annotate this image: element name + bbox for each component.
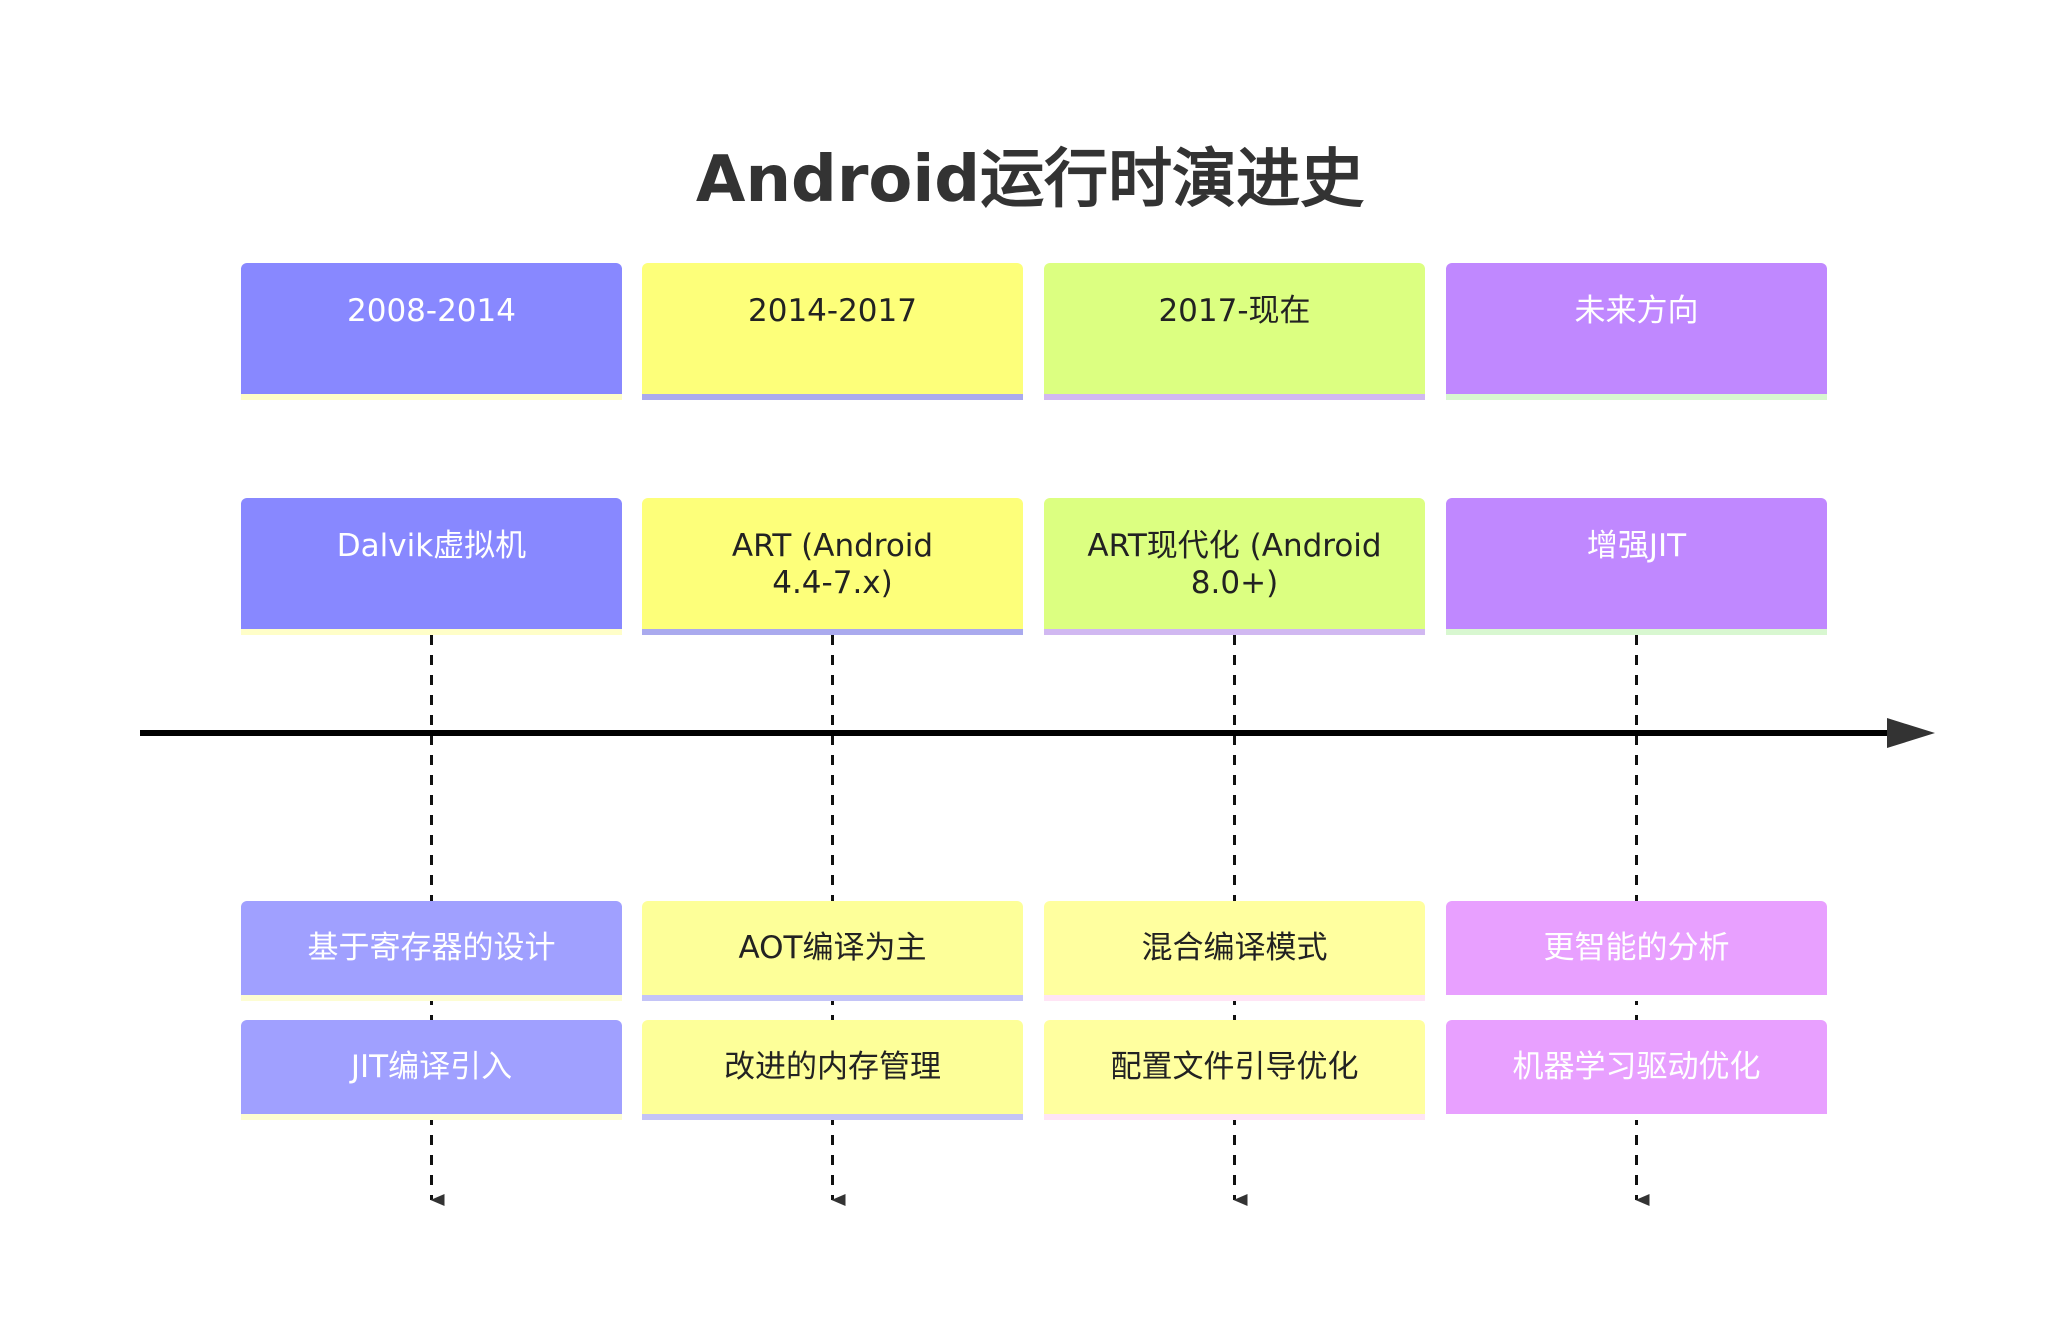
detail-box-label: 更智能的分析: [1543, 929, 1730, 966]
period-box-label: 2014-2017: [748, 293, 917, 329]
detail-box-label: 机器学习驱动优化: [1512, 1048, 1761, 1085]
diagram-title: Android运行时演进史: [695, 143, 1365, 217]
event-box-label: ART现代化 (Android 8.0+): [1087, 528, 1382, 601]
event-box-1: Dalvik虚拟机: [241, 498, 622, 635]
period-box-4: 未来方向: [1446, 263, 1827, 400]
period-box-label: 2017-现在: [1158, 293, 1311, 329]
detail-box-label: 基于寄存器的设计: [307, 929, 556, 966]
event-box-label: Dalvik虚拟机: [336, 528, 527, 564]
timeline-arrow-head: [1887, 718, 1935, 748]
detail-box-label: AOT编译为主: [738, 929, 927, 966]
detail-box-label: 配置文件引导优化: [1110, 1048, 1359, 1085]
detail-box-2-2: 改进的内存管理: [642, 1020, 1023, 1120]
detail-box-3-1: 混合编译模式: [1044, 901, 1425, 1001]
detail-box-3-2: 配置文件引导优化: [1044, 1020, 1425, 1120]
detail-box-1-1: 基于寄存器的设计: [241, 901, 622, 1001]
period-box-label: 2008-2014: [347, 293, 516, 329]
detail-box-2-1: AOT编译为主: [642, 901, 1023, 1001]
event-box-3: ART现代化 (Android 8.0+): [1044, 498, 1425, 635]
period-box-3: 2017-现在: [1044, 263, 1425, 400]
event-box-label: ART (Android 4.4-7.x): [731, 528, 934, 601]
event-box-label: 增强JIT: [1586, 528, 1687, 564]
detail-box-label: 混合编译模式: [1141, 929, 1328, 966]
event-box-4: 增强JIT: [1446, 498, 1827, 635]
detail-box-1-2: JIT编译引入: [241, 1020, 622, 1120]
detail-box-label: JIT编译引入: [350, 1048, 513, 1085]
period-box-2: 2014-2017: [642, 263, 1023, 400]
event-box-2: ART (Android 4.4-7.x): [642, 498, 1023, 635]
detail-box-4-1: 更智能的分析: [1446, 901, 1827, 1001]
detail-box-4-2: 机器学习驱动优化: [1446, 1020, 1827, 1120]
detail-box-label: 改进的内存管理: [724, 1048, 941, 1085]
period-box-1: 2008-2014: [241, 263, 622, 400]
period-box-label: 未来方向: [1574, 293, 1699, 329]
